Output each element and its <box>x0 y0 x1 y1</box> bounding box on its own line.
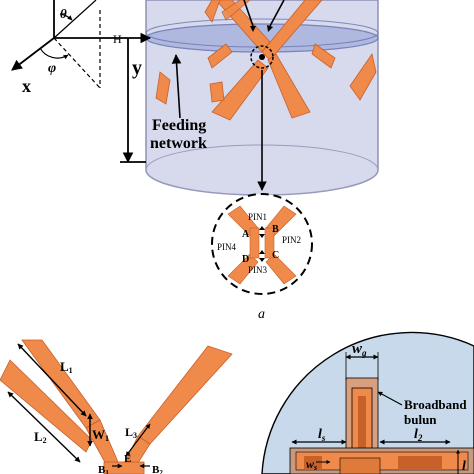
l2-label: L2 <box>34 429 47 445</box>
l1-label: L1 <box>60 359 73 375</box>
x-axis-label: x <box>22 76 31 96</box>
l3-label: L3 <box>125 425 137 440</box>
pin4-label: PIN4 <box>217 242 237 252</box>
dipole-arm <box>209 81 225 103</box>
broadband-label-line1: Broadband <box>404 397 467 412</box>
l2-balun-label: l2 <box>414 427 423 443</box>
node-d-label: D <box>242 254 249 265</box>
balun-detail: wg Broadband bulun ls l2 ws l <box>261 331 474 474</box>
dipole-arm <box>349 53 377 101</box>
node-a-label: A <box>242 229 250 240</box>
pin2-label: PIN2 <box>282 235 301 245</box>
pin3-label: PIN3 <box>248 265 268 275</box>
feeding-network-line2: network <box>150 135 207 152</box>
dipole-right-arm <box>137 345 233 445</box>
h-label: H <box>113 32 122 46</box>
e-label: E <box>124 453 131 465</box>
ls-label: ls <box>318 427 326 443</box>
feeding-network-line1: Feeding <box>152 117 206 134</box>
feeding-network-label: Feeding network <box>150 54 207 152</box>
dipole-arm <box>261 0 323 61</box>
node-c-label: C <box>272 250 279 261</box>
theta-label: θ <box>60 6 67 21</box>
y-dimension-arrow <box>120 38 146 164</box>
feed-point-marker <box>250 45 274 69</box>
coordinate-axes <box>11 0 152 89</box>
phi-label: φ <box>48 61 56 76</box>
crossed-dipoles <box>155 0 377 121</box>
node-b-label: B <box>272 224 279 235</box>
inset-arm <box>265 253 297 285</box>
pin1-label: PIN1 <box>248 212 267 222</box>
pointer-line <box>269 0 285 27</box>
wg-label: wg <box>352 341 367 358</box>
ws-label: ws <box>306 457 317 472</box>
l3-dimension <box>125 423 151 457</box>
inset-arm <box>227 253 259 285</box>
dipole-arm <box>311 43 336 69</box>
b1-label: B1 <box>98 464 109 474</box>
l2-dimension <box>7 391 81 463</box>
feed-inset: PIN1 PIN2 PIN3 PIN4 A B C D <box>211 193 313 295</box>
feed-point <box>259 54 265 60</box>
w1-label: W1 <box>92 427 109 443</box>
broadband-label-line2: bulun <box>404 412 437 427</box>
dipole-arm <box>207 43 233 69</box>
l1-balun-label: l <box>462 459 466 474</box>
dipole-arm <box>155 71 171 105</box>
dipole-detail: L1 L2 W1 L3 E B1 B2 <box>0 339 233 474</box>
y-axis-label: y <box>132 57 142 79</box>
panel-caption: a <box>258 307 265 322</box>
b2-label: B2 <box>152 464 163 474</box>
pointer-line <box>243 0 254 27</box>
dipole-arm <box>211 59 269 121</box>
